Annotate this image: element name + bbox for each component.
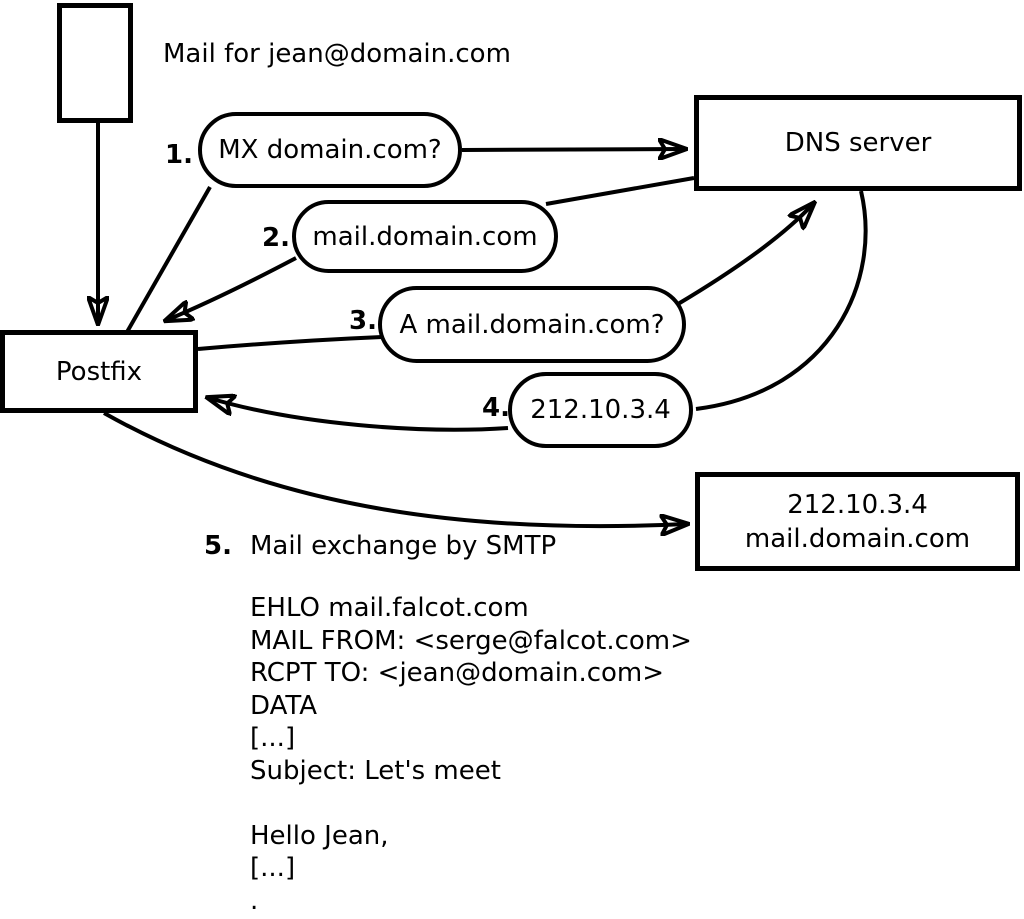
pill-a-answer-label: 212.10.3.4 bbox=[530, 395, 671, 425]
arrow-mx-query-to-dns bbox=[461, 149, 684, 150]
smtp-line: . bbox=[250, 885, 259, 916]
line-postfix-to-mx-query bbox=[125, 186, 212, 333]
mail-server-hostname: mail.domain.com bbox=[744, 523, 971, 554]
line-dns-to-a-answer bbox=[695, 190, 868, 411]
smtp-line: MAIL FROM: <serge@falcot.com> bbox=[250, 625, 692, 656]
step-number-5: 5. bbox=[204, 531, 232, 561]
pill-a-query: A mail.domain.com? bbox=[378, 286, 686, 363]
step-number-1: 1. bbox=[165, 140, 193, 170]
smtp-line: [...] bbox=[250, 853, 296, 883]
arrow-mx-answer-to-postfix bbox=[167, 256, 297, 320]
smtp-line: Subject: Let's meet bbox=[250, 755, 501, 786]
smtp-line: Hello Jean, bbox=[250, 820, 389, 851]
step-number-3: 3. bbox=[349, 306, 377, 336]
mail-server-node: 212.10.3.4 mail.domain.com bbox=[695, 472, 1020, 571]
arrow-a-query-to-dns bbox=[676, 204, 813, 306]
line-dns-to-mx-answer bbox=[545, 176, 695, 206]
pill-mx-query-label: MX domain.com? bbox=[218, 135, 442, 165]
dns-server-node: DNS server bbox=[694, 95, 1022, 191]
smtp-line bbox=[250, 787, 692, 820]
step-number-2: 2. bbox=[262, 223, 290, 253]
arrow-postfix-to-mailserver bbox=[103, 411, 686, 526]
mail-server-ip: 212.10.3.4 bbox=[787, 489, 928, 520]
pill-a-answer: 212.10.3.4 bbox=[508, 372, 693, 448]
diagram-title: Mail for jean@domain.com bbox=[163, 39, 511, 69]
smtp-line: DATA bbox=[250, 690, 317, 721]
pill-mx-answer-label: mail.domain.com bbox=[312, 221, 538, 252]
arrow-a-answer-to-postfix bbox=[209, 398, 509, 432]
line-postfix-to-a-query bbox=[197, 335, 383, 351]
step-5-label: Mail exchange by SMTP bbox=[250, 531, 557, 561]
postfix-node: Postfix bbox=[0, 330, 198, 413]
mail-message-icon bbox=[57, 3, 133, 123]
smtp-transcript: EHLO mail.falcot.com MAIL FROM: <serge@f… bbox=[250, 592, 692, 917]
smtp-line: [...] bbox=[250, 723, 296, 753]
smtp-line: EHLO mail.falcot.com bbox=[250, 593, 529, 623]
pill-mx-query: MX domain.com? bbox=[198, 112, 462, 188]
step-number-4: 4. bbox=[482, 393, 510, 423]
smtp-line: RCPT TO: <jean@domain.com> bbox=[250, 658, 665, 688]
postfix-node-label: Postfix bbox=[55, 356, 143, 387]
pill-a-query-label: A mail.domain.com? bbox=[399, 309, 665, 340]
dns-server-node-label: DNS server bbox=[784, 128, 932, 158]
pill-mx-answer: mail.domain.com bbox=[292, 200, 558, 273]
